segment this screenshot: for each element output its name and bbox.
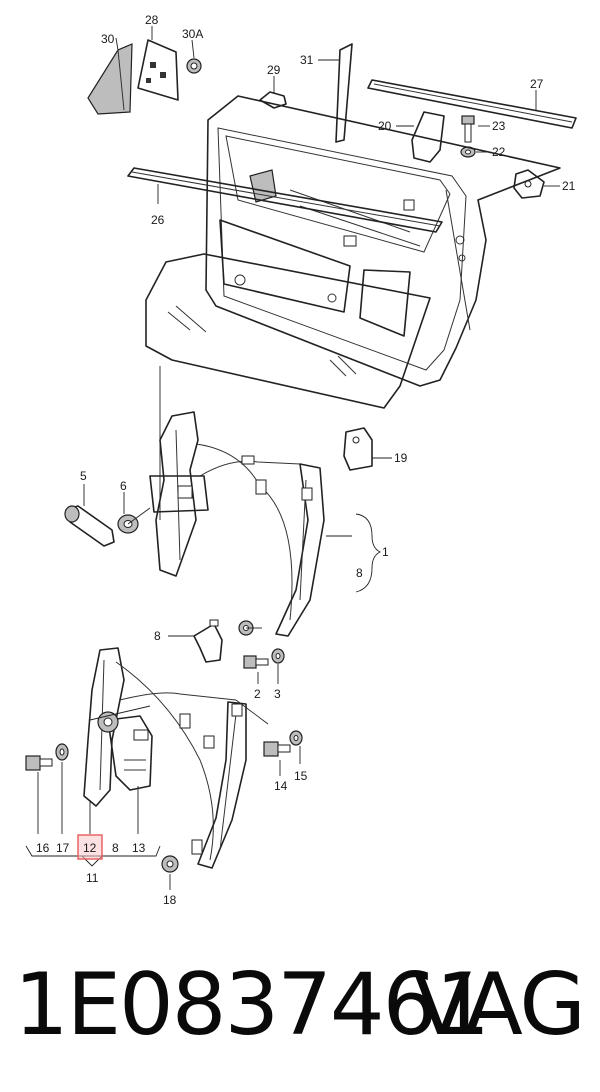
callout-12: 12 bbox=[83, 841, 97, 855]
bracket-8 bbox=[193, 619, 223, 663]
callout-18: 18 bbox=[163, 893, 177, 907]
clip-30a bbox=[186, 58, 202, 74]
brand-name: VAG bbox=[412, 955, 586, 1055]
callout-30: 30 bbox=[101, 32, 115, 46]
callout-5: 5 bbox=[80, 469, 87, 483]
callout-8-bracket: 8 bbox=[154, 629, 161, 643]
window-regulator-upper bbox=[149, 411, 325, 637]
door-frame bbox=[205, 95, 561, 387]
part-number: 1E0837461 bbox=[14, 955, 490, 1055]
bumper-block-19 bbox=[343, 427, 373, 471]
nut-18 bbox=[161, 855, 179, 873]
callout-13: 13 bbox=[132, 841, 146, 855]
guide-20 bbox=[411, 111, 445, 163]
callout-8-lower: 8 bbox=[112, 841, 119, 855]
window-glass bbox=[145, 253, 431, 409]
callout-23: 23 bbox=[492, 119, 506, 133]
callout-16: 16 bbox=[36, 841, 50, 855]
callout-22: 22 bbox=[492, 145, 506, 159]
callout-8-upper: 8 bbox=[356, 566, 363, 580]
callout-21: 21 bbox=[562, 179, 576, 193]
crank-handle-5 bbox=[64, 505, 115, 547]
callout-20: 20 bbox=[378, 119, 392, 133]
callout-19: 19 bbox=[394, 451, 408, 465]
callout-11: 11 bbox=[86, 871, 99, 885]
bracket-29 bbox=[259, 91, 287, 109]
callout-3: 3 bbox=[274, 687, 281, 701]
callout-17: 17 bbox=[56, 841, 70, 855]
callout-6: 6 bbox=[120, 479, 127, 493]
weatherstrip-27 bbox=[367, 79, 577, 129]
callout-30a: 30A bbox=[182, 27, 203, 41]
leader-lines bbox=[25, 26, 560, 890]
callout-labels: 30 28 30A 31 29 27 20 23 22 21 26 19 5 6… bbox=[36, 13, 576, 907]
window-regulator-lower bbox=[83, 647, 247, 869]
callout-31: 31 bbox=[300, 53, 314, 67]
part-caption: 1E0837461 VAG bbox=[0, 955, 600, 1065]
bolt-14 bbox=[263, 741, 291, 757]
callout-28: 28 bbox=[145, 13, 159, 27]
bolt-23 bbox=[461, 115, 475, 143]
washer-17 bbox=[55, 743, 69, 761]
highlight-box-12 bbox=[77, 834, 103, 860]
callout-2: 2 bbox=[254, 687, 261, 701]
strip-31 bbox=[335, 43, 353, 143]
callout-27: 27 bbox=[530, 77, 544, 91]
bolt-2 bbox=[243, 655, 269, 669]
cover-28 bbox=[137, 39, 179, 101]
callout-29: 29 bbox=[267, 63, 281, 77]
trim-piece-30 bbox=[87, 43, 133, 115]
washer-15 bbox=[289, 730, 303, 746]
channel-strip-26 bbox=[127, 167, 443, 233]
callout-15: 15 bbox=[294, 769, 308, 783]
bolt-16 bbox=[25, 755, 53, 771]
washer-3 bbox=[271, 648, 285, 664]
callout-14: 14 bbox=[274, 779, 288, 793]
callout-26: 26 bbox=[151, 213, 165, 227]
callout-1: 1 bbox=[382, 545, 389, 559]
